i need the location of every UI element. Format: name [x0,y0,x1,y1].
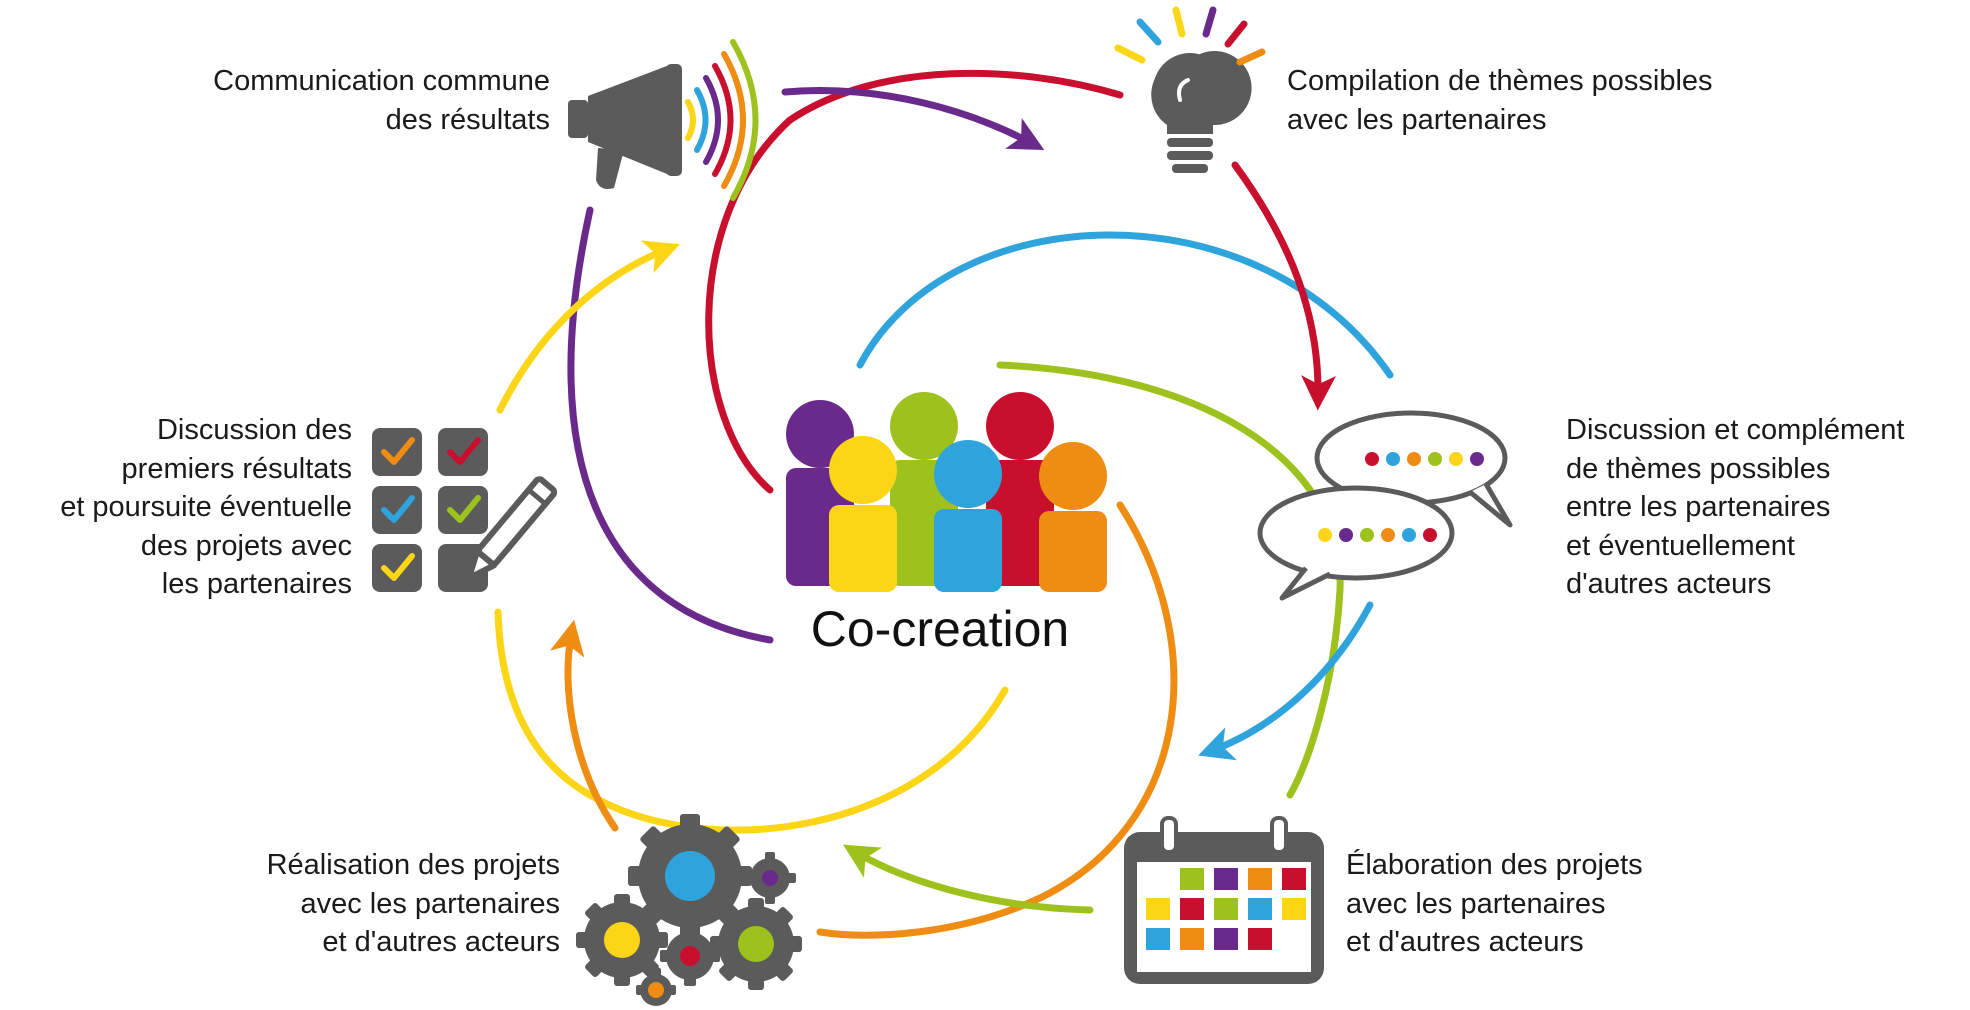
checklist-icon [372,428,558,592]
green-arrow [843,844,1094,914]
people-group-icon [786,392,1107,592]
red-arrow [1231,161,1337,411]
calendar-icon [1124,816,1324,984]
gears-icon [576,814,802,1006]
blue-arrow [1198,601,1374,761]
yellow-arrow [496,240,680,414]
megaphone-icon [568,39,759,201]
speech-bubbles-icon [1257,410,1513,601]
orange-inner-arc [816,501,1178,939]
center-title: Co-creation [810,601,1070,657]
red-inner-arc [705,69,1124,494]
lightbulb-icon [1114,6,1266,173]
orange-arrow [550,619,619,832]
purple-arrow [781,87,1045,150]
blue-inner-arc [856,231,1394,379]
purple-inner-arc [567,206,774,644]
yellow-inner-arc [494,608,1009,834]
